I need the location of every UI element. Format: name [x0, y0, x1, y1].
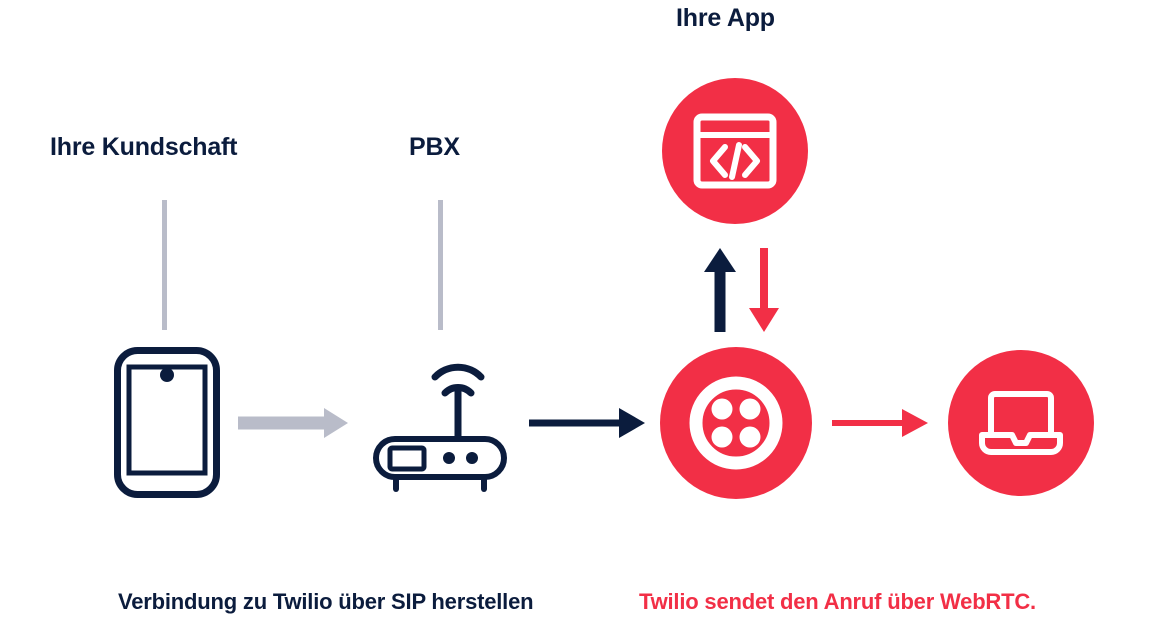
arrow-twilio-to-app	[700, 246, 740, 334]
laptop-circle	[948, 350, 1094, 496]
arrow-app-to-twilio	[744, 246, 784, 334]
app-circle	[662, 78, 808, 224]
divider-line-pbx	[438, 200, 443, 330]
arrow-pbx-to-twilio	[527, 405, 647, 441]
smartphone-icon	[112, 345, 222, 500]
arrow-twilio-to-laptop	[830, 405, 930, 441]
node-label-pbx: PBX	[409, 133, 460, 161]
arrow-customer-to-pbx	[236, 403, 352, 443]
node-label-customer: Ihre Kundschaft	[50, 133, 238, 161]
twilio-logo-icon	[660, 347, 812, 499]
caption-webrtc: Twilio sendet den Anruf über WebRTC.	[639, 589, 1036, 614]
divider-line-customer	[162, 200, 167, 330]
caption-sip: Verbindung zu Twilio über SIP herstellen	[118, 589, 534, 614]
node-label-app: Ihre App	[676, 4, 775, 32]
code-window-icon	[693, 113, 777, 189]
wifi-router-icon	[367, 352, 519, 494]
laptop-icon	[979, 390, 1063, 456]
